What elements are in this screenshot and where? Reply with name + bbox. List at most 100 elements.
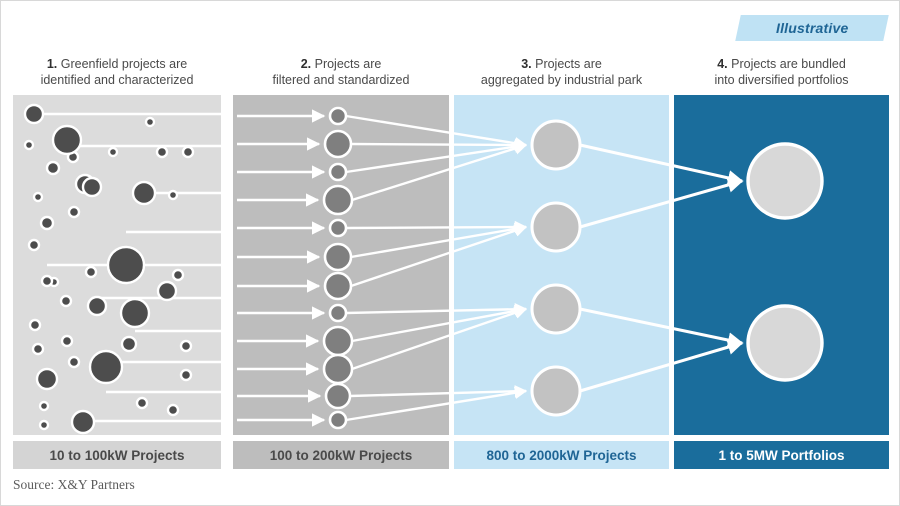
links-stage2-to-stage3	[345, 114, 528, 422]
aggregation-link	[345, 303, 528, 316]
standardized-project-node	[324, 382, 352, 410]
column4-portfolio-nodes	[746, 142, 824, 382]
project-dot	[88, 349, 124, 385]
project-dot	[120, 335, 138, 353]
column-title-3-line2: aggregated by industrial park	[480, 73, 643, 87]
standardized-project-node	[323, 242, 353, 272]
project-dot	[171, 268, 185, 282]
standardized-project-node	[322, 353, 354, 385]
aggregation-link	[350, 224, 528, 288]
column-title-4-line2: into diversified portfolios	[714, 73, 849, 87]
aggregation-link	[349, 385, 528, 398]
footer-label-3: 800 to 2000kW Projects	[454, 441, 669, 469]
project-dot	[167, 189, 179, 201]
footer-label-2: 100 to 200kW Projects	[233, 441, 449, 469]
step-number-1: 1.	[46, 57, 58, 71]
bundling-link	[579, 143, 744, 186]
project-dot	[155, 145, 169, 159]
project-dot	[106, 245, 146, 285]
column2-standardized-nodes	[322, 106, 354, 430]
column-header-2: 2. Projects are filtered and standardize…	[233, 56, 449, 88]
project-dot	[32, 191, 44, 203]
column-headers: 1. Greenfield projects are identified an…	[1, 56, 899, 92]
project-dot	[27, 238, 41, 252]
project-dot	[81, 176, 103, 198]
standardized-project-node	[328, 106, 348, 126]
aggregation-link	[351, 142, 528, 202]
industrial-park-node	[530, 119, 582, 171]
footer-labels: 10 to 100kW Projects 100 to 200kW Projec…	[1, 441, 899, 471]
project-dot	[179, 368, 193, 382]
column-title-2-line1: Projects are	[314, 57, 382, 71]
project-dot	[131, 180, 157, 206]
column-header-4: 4. Projects are bundled into diversified…	[674, 56, 889, 88]
column-header-3: 3. Projects are aggregated by industrial…	[454, 56, 669, 88]
project-dot	[31, 342, 45, 356]
industrial-park-node	[530, 283, 582, 335]
aggregation-link	[345, 386, 528, 422]
column-title-4-line1: Projects are bundled	[731, 57, 846, 71]
footer-label-1: 10 to 100kW Projects	[13, 441, 221, 469]
step-number-3: 3.	[521, 57, 532, 71]
project-dot	[28, 318, 42, 332]
project-dot	[67, 205, 81, 219]
project-dot	[51, 124, 83, 156]
bundling-link	[579, 177, 744, 229]
project-dot	[35, 367, 59, 391]
standardized-project-node	[323, 271, 353, 301]
project-dot	[67, 355, 81, 369]
bundling-link	[579, 307, 744, 348]
project-dot	[23, 139, 35, 151]
links-stage3-to-stage4	[579, 143, 744, 393]
column1-project-dots	[23, 103, 195, 435]
footer-label-4: 1 to 5MW Portfolios	[674, 441, 889, 469]
aggregation-link	[351, 306, 528, 371]
aggregation-link	[345, 140, 528, 174]
project-dot	[23, 103, 45, 125]
portfolio-node	[746, 142, 824, 220]
project-dot	[156, 280, 178, 302]
project-dot	[59, 294, 73, 308]
column-header-1: 1. Greenfield projects are identified an…	[13, 56, 221, 88]
industrial-park-node	[530, 365, 582, 417]
column-title-3-line1: Projects are	[535, 57, 602, 71]
project-dot	[144, 116, 156, 128]
aggregation-link	[345, 114, 528, 150]
project-dot	[38, 419, 50, 431]
column-title-1-line1: Greenfield projects are	[60, 57, 188, 71]
column-title-1-line2: identified and characterized	[40, 73, 194, 87]
standardized-project-node	[328, 218, 348, 238]
project-dot	[60, 334, 74, 348]
industrial-park-node	[530, 201, 582, 253]
step-number-4: 4.	[717, 57, 728, 71]
project-dot	[84, 265, 98, 279]
source-note: Source: X&Y Partners	[13, 477, 135, 492]
column2-incoming-arrows	[237, 109, 326, 427]
standardized-project-node	[328, 410, 348, 430]
standardized-project-node	[322, 325, 354, 357]
portfolio-node	[746, 304, 824, 382]
project-dot	[166, 403, 180, 417]
project-dot	[107, 146, 119, 158]
project-dot	[39, 215, 55, 231]
project-dot	[40, 274, 54, 288]
project-dot	[70, 409, 96, 435]
column-title-2-line2: filtered and standardized	[272, 73, 410, 87]
project-dot	[135, 396, 149, 410]
standardized-project-node	[328, 162, 348, 182]
project-dot	[119, 297, 151, 329]
project-dot	[181, 145, 195, 159]
aggregation-link	[345, 220, 528, 234]
project-dot	[45, 160, 61, 176]
column1-rails	[34, 112, 221, 423]
standardized-project-node	[322, 184, 354, 216]
project-dot	[179, 339, 193, 353]
step-number-2: 2.	[300, 57, 312, 71]
bundling-link	[579, 339, 744, 393]
standardized-project-node	[328, 303, 348, 323]
project-dot	[38, 400, 50, 412]
aggregation-link	[350, 222, 528, 259]
aggregation-link	[351, 304, 528, 343]
